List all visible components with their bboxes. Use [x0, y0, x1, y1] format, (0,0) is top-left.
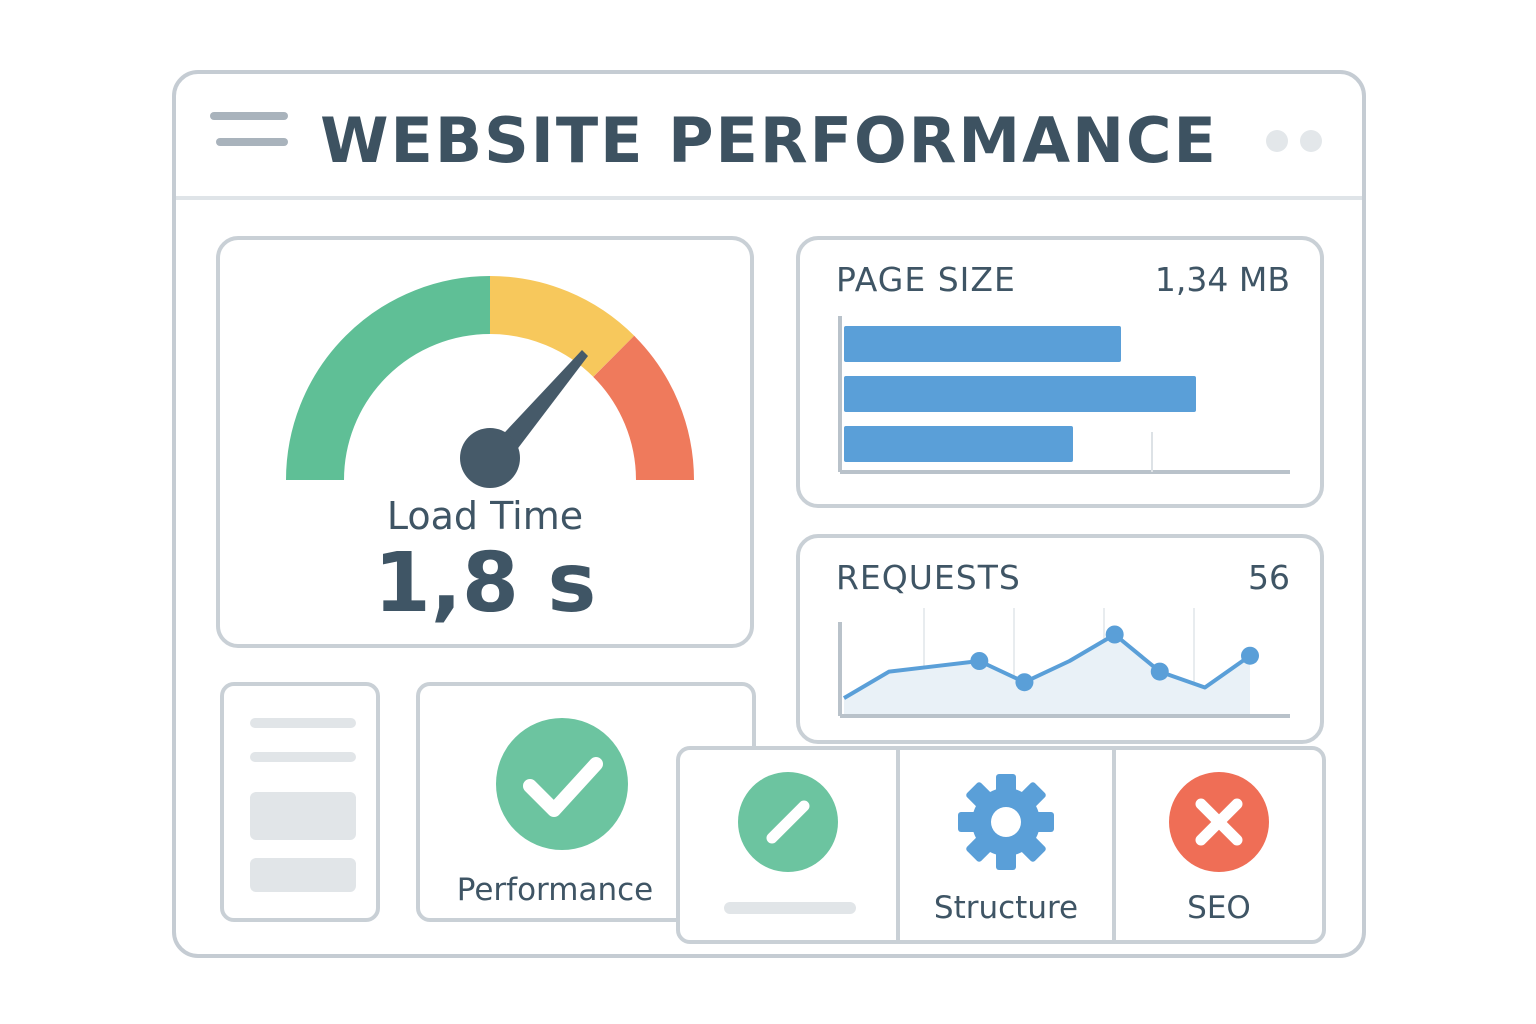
page-size-bar-3	[844, 426, 1073, 462]
pending-placeholder-bar	[724, 902, 856, 914]
requests-area	[844, 634, 1250, 714]
page-size-bar-chart	[838, 316, 1290, 474]
load-time-value: 1,8 s	[373, 536, 597, 631]
requests-label: REQUESTS	[836, 558, 1021, 597]
page-size-bar-1	[844, 326, 1121, 362]
window-dot-2[interactable]	[1300, 130, 1322, 152]
load-time-label: Load Time	[386, 494, 584, 538]
page-title: WEBSITE PERFORMANCE	[320, 104, 1218, 177]
requests-line	[842, 632, 1252, 700]
window-controls	[1266, 130, 1322, 152]
page-size-card[interactable]: PAGE SIZE 1,34 MB	[796, 236, 1324, 508]
requests-point-7	[1150, 662, 1169, 681]
window-dot-1[interactable]	[1266, 130, 1288, 152]
gauge-yellow-segment	[489, 276, 635, 378]
requests-point-6	[1105, 625, 1124, 644]
structure-label: Structure	[933, 890, 1079, 926]
seo-check-cell[interactable]: SEO	[1112, 750, 1322, 940]
requests-point-9	[1241, 646, 1259, 665]
slash-circle-icon	[738, 772, 838, 872]
x-circle-icon	[1169, 772, 1269, 872]
gauge-needle-hub	[460, 428, 520, 488]
seo-label: SEO	[1187, 890, 1251, 926]
requests-value: 56	[1248, 558, 1290, 597]
gear-icon	[958, 774, 1054, 870]
gauge-red-segment	[592, 335, 694, 481]
structure-check-cell[interactable]: Structure	[896, 750, 1112, 940]
requests-line-chart	[838, 608, 1290, 718]
gauge-green-segment	[286, 276, 491, 481]
page-size-label: PAGE SIZE	[836, 260, 1016, 299]
title-bar: WEBSITE PERFORMANCE	[176, 74, 1362, 200]
requests-point-4	[1015, 673, 1034, 692]
pending-check-cell[interactable]	[680, 750, 896, 940]
load-time-card[interactable]: Load Time 1,8 s	[216, 236, 754, 648]
check-circle-icon	[496, 718, 628, 850]
hamburger-icon[interactable]	[210, 112, 290, 152]
requests-card[interactable]: REQUESTS 56	[796, 534, 1324, 744]
speedometer-icon	[286, 276, 694, 488]
sidebar-list-card[interactable]	[220, 682, 380, 922]
status-strip: Structure SEO	[676, 746, 1326, 944]
page-size-value: 1,34 MB	[1154, 260, 1290, 299]
list-line-2	[250, 752, 356, 762]
list-block-1	[250, 792, 356, 840]
requests-point-3	[970, 652, 989, 670]
performance-label: Performance	[456, 872, 654, 908]
page-size-bar-2	[844, 376, 1196, 412]
list-line-1	[250, 718, 356, 728]
list-block-2	[250, 858, 356, 892]
dashboard-window: WEBSITE PERFORMANCE Load Time 1,8 s PAGE…	[172, 70, 1366, 958]
